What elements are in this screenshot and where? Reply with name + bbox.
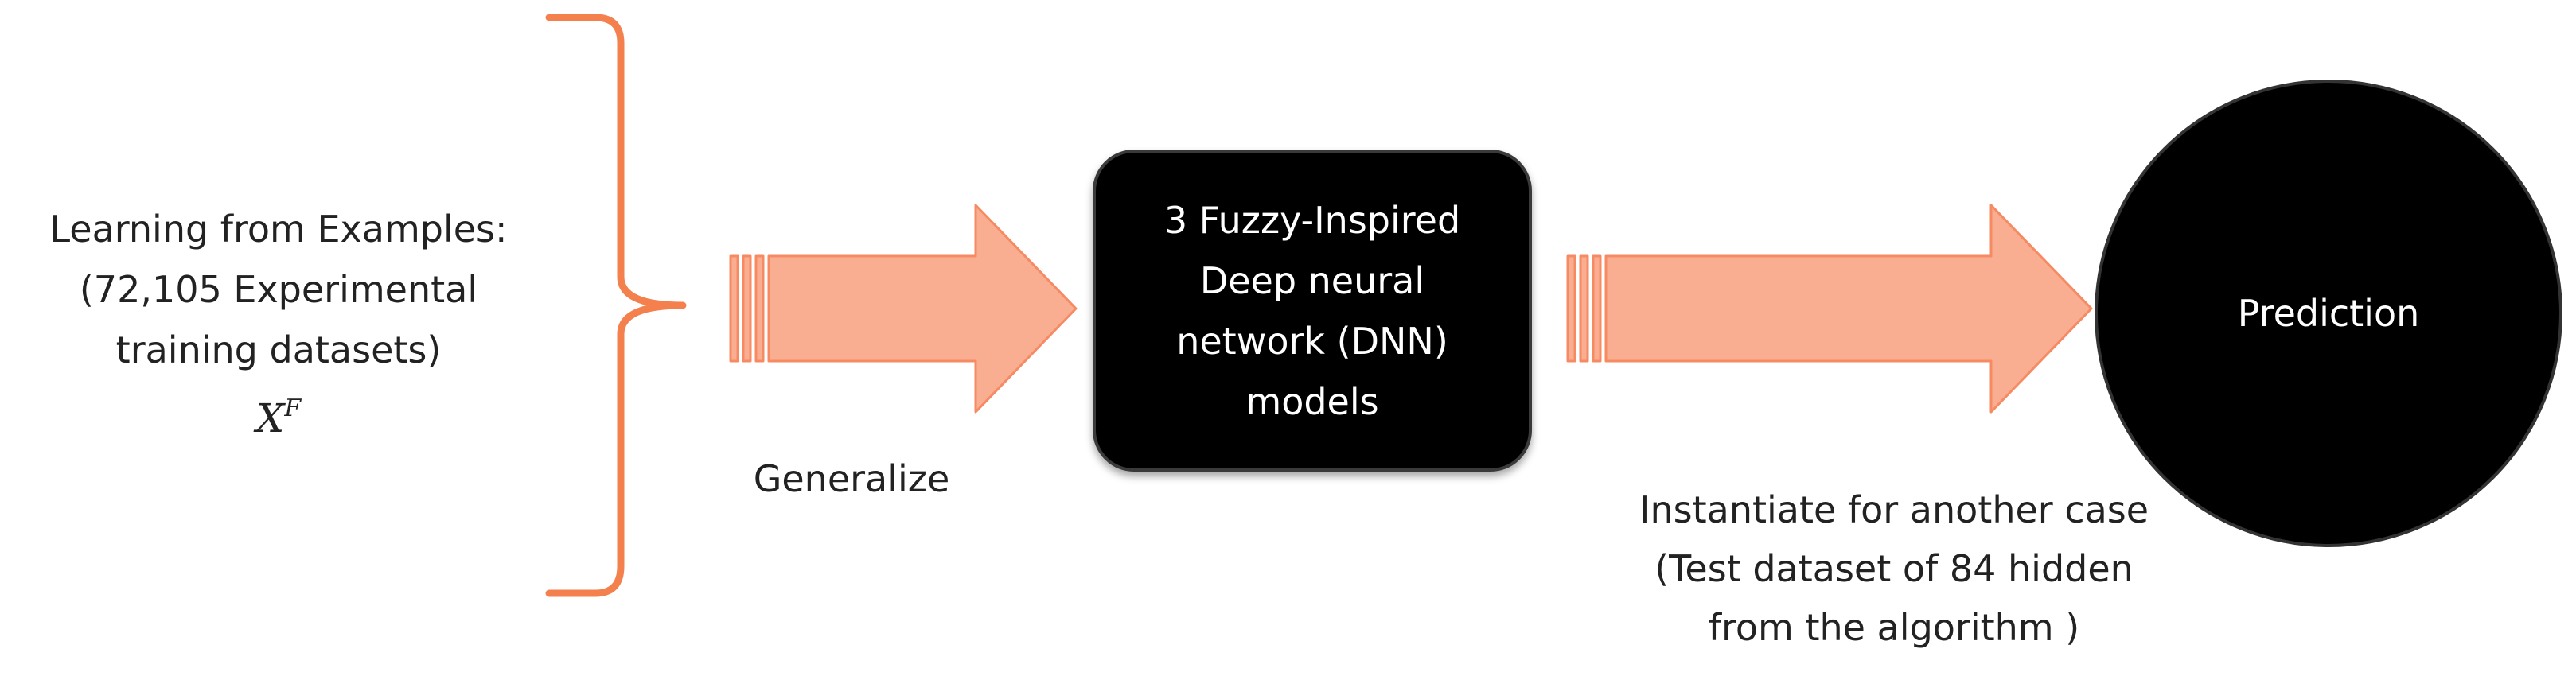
- prediction-node: Prediction: [2095, 80, 2562, 547]
- arrow-2-body: [1604, 204, 2093, 414]
- arrow-2-stripe-2: [1579, 254, 1589, 363]
- prediction-label: Prediction: [2237, 292, 2420, 335]
- model-line-1: 3 Fuzzy-Inspired: [1163, 198, 1461, 242]
- math-symbol-base: X: [255, 395, 285, 441]
- arrow-1-stripe-2: [742, 254, 752, 363]
- math-symbol-superscript: F: [284, 394, 302, 422]
- model-line-4: models: [1245, 379, 1379, 423]
- input-line-1: Learning from Examples:: [49, 208, 508, 251]
- curly-brace-connector: [545, 14, 687, 597]
- instantiate-label: Instantiate for another case (Test datas…: [1496, 480, 2292, 657]
- instantiate-line-1: Instantiate for another case: [1639, 488, 2149, 531]
- arrow-1-stripe-3: [754, 254, 765, 363]
- model-line-2: Deep neural: [1199, 258, 1425, 302]
- instantiate-line-3: from the algorithm ): [1708, 606, 2080, 649]
- generalize-arrow: [729, 204, 1078, 414]
- model-line-3: network (DNN): [1176, 319, 1448, 363]
- input-math-symbol: XF: [0, 380, 557, 447]
- input-line-3: training datasets): [115, 328, 442, 371]
- arrow-2-stripe-1: [1566, 254, 1576, 363]
- arrow-2-stripe-3: [1592, 254, 1602, 363]
- arrow-1-body: [767, 204, 1078, 414]
- input-line-2: (72,105 Experimental: [79, 268, 478, 311]
- generalize-label: Generalize: [753, 457, 950, 500]
- input-description: Learning from Examples: (72,105 Experime…: [0, 199, 557, 447]
- arrow-1-stripe-1: [729, 254, 739, 363]
- instantiate-arrow: [1566, 204, 2093, 414]
- dnn-model-box: 3 Fuzzy-Inspired Deep neural network (DN…: [1093, 150, 1532, 472]
- instantiate-line-2: (Test dataset of 84 hidden: [1654, 547, 2134, 590]
- model-box-text: 3 Fuzzy-Inspired Deep neural network (DN…: [1164, 190, 1460, 432]
